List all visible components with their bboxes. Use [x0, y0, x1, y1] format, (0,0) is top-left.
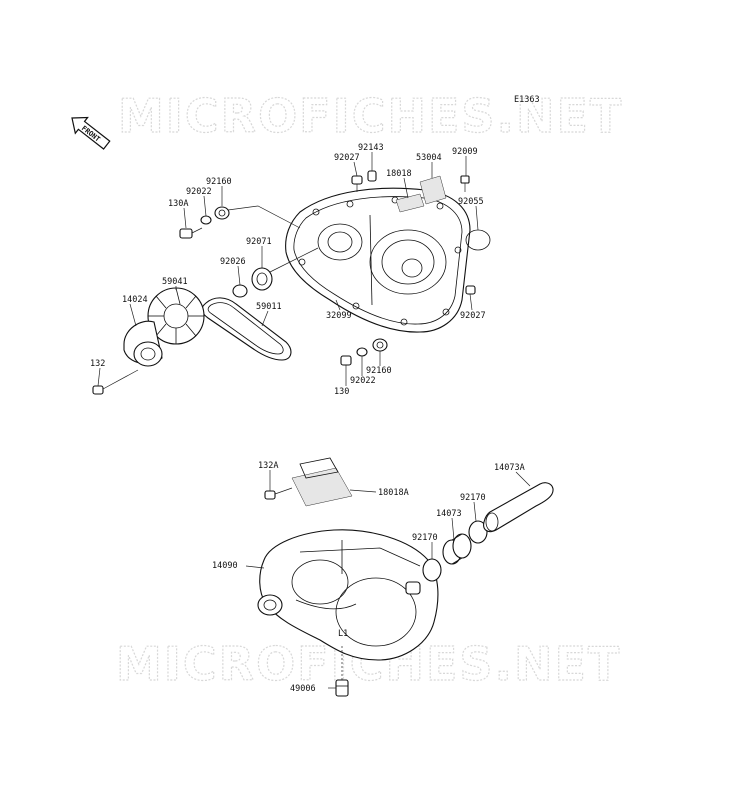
fan-59041	[147, 287, 205, 345]
label-132: 132	[90, 359, 105, 369]
label-92022-bottom: 92022	[350, 376, 376, 386]
outer-cover-32099	[285, 187, 471, 333]
leader-lines	[97, 152, 531, 689]
label-92170-upper: 92170	[460, 493, 486, 503]
part-labels: 92143 92027 53004 92009 18018 92160 9202…	[90, 143, 525, 694]
label-14073: 14073	[436, 509, 462, 519]
inner-cover-14090	[257, 529, 439, 661]
washer-92022-top	[200, 215, 212, 225]
bracket-53004	[419, 175, 447, 205]
duct-14073	[442, 533, 472, 565]
clamp-92170-upper	[468, 520, 488, 544]
label-130A: 130A	[168, 199, 188, 209]
seal-92071	[251, 267, 273, 291]
front-arrow-icon: FRONT	[71, 116, 111, 150]
label-130: 130	[334, 387, 349, 397]
label-L1: L1	[338, 629, 348, 639]
label-92160-bottom: 92160	[366, 366, 392, 376]
spacer-92026	[232, 284, 248, 298]
label-14073A: 14073A	[494, 463, 525, 473]
pulley-14024	[123, 320, 163, 367]
plate-18018	[395, 193, 425, 213]
label-53004: 53004	[416, 153, 442, 163]
label-59011: 59011	[256, 302, 282, 312]
label-92027-top: 92027	[334, 153, 360, 163]
label-32099: 32099	[326, 311, 352, 321]
diagram-code: E1363	[514, 95, 540, 105]
label-18018A: 18018A	[378, 488, 409, 498]
screw-92009	[460, 175, 470, 192]
label-49006: 49006	[290, 684, 316, 694]
label-92009: 92009	[452, 147, 478, 157]
label-92071: 92071	[246, 237, 272, 247]
watermark-top: MICROFICHES.NET	[118, 89, 623, 143]
label-14090: 14090	[212, 561, 238, 571]
label-92170-lower: 92170	[412, 533, 438, 543]
washer-92022-bottom	[356, 347, 368, 357]
bolt-132	[92, 369, 139, 395]
bolt-130A	[179, 227, 203, 239]
grommet-92160-top	[214, 206, 230, 220]
label-92027-bottom: 92027	[460, 311, 486, 321]
label-18018: 18018	[386, 169, 412, 179]
label-59041: 59041	[162, 277, 188, 287]
hose-14073A	[483, 482, 554, 533]
bolt-130	[340, 355, 352, 366]
o-ring-92055	[465, 229, 491, 251]
label-92055: 92055	[458, 197, 484, 207]
grommet-92160-bottom	[372, 338, 388, 352]
bolt-132A	[264, 487, 293, 500]
label-132A: 132A	[258, 461, 278, 471]
label-92022-top: 92022	[186, 187, 212, 197]
collar-92143	[367, 170, 377, 182]
label-92160-top: 92160	[206, 177, 232, 187]
label-92143: 92143	[358, 143, 384, 153]
label-92026: 92026	[220, 257, 246, 267]
bolt-92027-top	[351, 175, 363, 192]
clamp-92170-lower	[422, 558, 442, 582]
bolt-92027-bottom	[465, 285, 476, 295]
label-14024: 14024	[122, 295, 148, 305]
plate-18018A	[291, 467, 353, 507]
